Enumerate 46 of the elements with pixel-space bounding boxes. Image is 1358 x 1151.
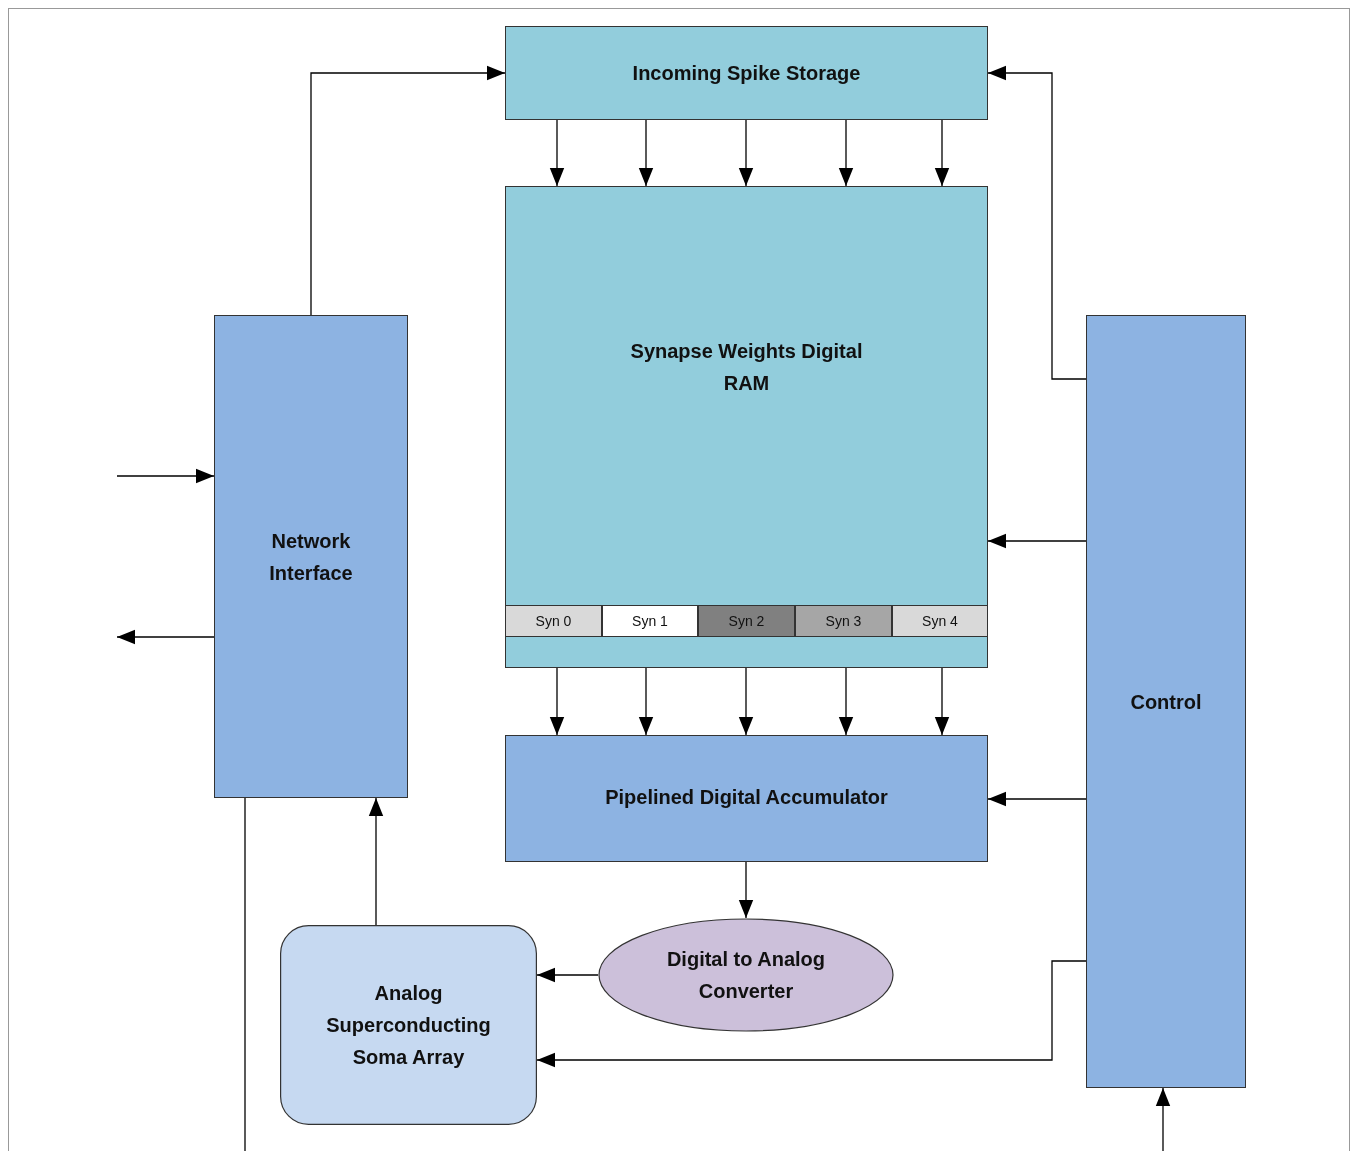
block-label: Control bbox=[1130, 689, 1202, 715]
cell-label: Syn 0 bbox=[535, 611, 572, 631]
cell-label: Syn 4 bbox=[922, 611, 958, 631]
synapse-cell bbox=[892, 605, 988, 637]
synapse-cell bbox=[698, 605, 795, 637]
arrow bbox=[638, 667, 654, 736]
block-label: Incoming Spike Storage bbox=[632, 61, 861, 86]
arrow bbox=[987, 791, 1087, 807]
synapse-cell bbox=[795, 605, 892, 637]
arrow bbox=[368, 797, 384, 926]
arrow bbox=[638, 119, 654, 187]
arrow bbox=[549, 667, 565, 736]
converter-ellipse bbox=[598, 918, 894, 1032]
storage-box bbox=[505, 26, 988, 120]
arrow bbox=[738, 861, 754, 919]
arrow bbox=[934, 667, 950, 736]
arrow bbox=[116, 629, 215, 645]
arrow bbox=[738, 119, 754, 187]
synapse-cell bbox=[505, 605, 602, 637]
arrow bbox=[536, 960, 1087, 1068]
control-block bbox=[1086, 315, 1246, 1088]
memory-block bbox=[505, 186, 988, 668]
synapse-cell bbox=[602, 605, 698, 637]
arrow bbox=[738, 667, 754, 736]
arrow bbox=[838, 119, 854, 187]
block-label: Network Interface bbox=[268, 528, 354, 586]
arrow bbox=[838, 667, 854, 736]
block-label: Pipelined Digital Accumulator bbox=[605, 784, 888, 810]
soma-array-box bbox=[280, 925, 537, 1125]
cell-label: Syn 1 bbox=[632, 611, 668, 631]
arrow bbox=[310, 65, 506, 316]
cell-label: Syn 3 bbox=[825, 611, 862, 631]
arrow bbox=[549, 119, 565, 187]
connector-line bbox=[244, 797, 246, 1151]
arrow bbox=[987, 533, 1087, 549]
arrow bbox=[536, 967, 599, 983]
block-label: Digital to Analog Converter bbox=[665, 947, 827, 1004]
arrow bbox=[1155, 1087, 1171, 1151]
process-block bbox=[214, 315, 408, 798]
block-label: Analog Superconducting Soma Array bbox=[325, 981, 492, 1070]
arrow bbox=[987, 65, 1087, 380]
arrow bbox=[934, 119, 950, 187]
cell-label: Syn 2 bbox=[728, 611, 765, 631]
process-block bbox=[505, 735, 988, 862]
block-label: Synapse Weights Digital RAM bbox=[629, 339, 864, 396]
arrow bbox=[116, 468, 215, 484]
